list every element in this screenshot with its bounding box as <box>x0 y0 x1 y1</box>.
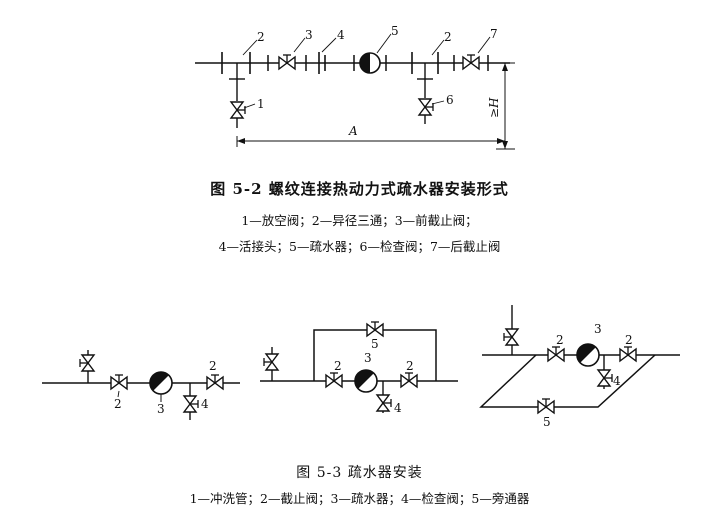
label-2b: 2 <box>406 359 414 373</box>
label-4: 4 <box>613 374 621 388</box>
check-valve <box>183 395 199 413</box>
bypass-valve <box>366 321 384 337</box>
label-3: 3 <box>157 402 165 416</box>
label-2: 2 <box>114 397 122 411</box>
label-2b: 2 <box>444 30 452 44</box>
label-1: 1 <box>257 97 265 111</box>
check-valve <box>376 394 392 412</box>
figure-5-3-caption: 图 5-3 疏水器安装 <box>296 465 423 481</box>
label-5: 5 <box>391 24 399 38</box>
flush-valve <box>79 354 95 372</box>
label-3: 3 <box>594 322 602 336</box>
label-2: 2 <box>556 333 564 347</box>
stop-valve-right <box>206 374 224 390</box>
label-2b: 2 <box>209 359 217 373</box>
steam-trap <box>149 371 173 395</box>
dimension-h-label: ≥H <box>487 97 501 118</box>
figure-5-3a-diagram: 2 2 3 4 <box>42 350 240 420</box>
stop-valve-right <box>400 372 418 388</box>
front-stop-valve <box>278 54 296 70</box>
check-valve <box>597 369 613 387</box>
dimension-a-label: A <box>348 124 358 138</box>
figure-5-2-legend-line1: 1—放空阀；2—异径三通；3—前截止阀； <box>241 213 478 228</box>
bypass-valve <box>537 398 555 414</box>
stop-valve-left <box>547 346 565 362</box>
label-6: 6 <box>446 93 454 107</box>
steam-trap <box>359 52 381 74</box>
figure-5-3c-diagram: 3 2 2 4 5 <box>479 305 680 429</box>
label-7: 7 <box>490 27 498 41</box>
label-4: 4 <box>394 401 402 415</box>
stop-valve-left <box>110 374 128 390</box>
label-2a: 2 <box>257 30 265 44</box>
flush-valve <box>503 328 519 346</box>
label-2: 2 <box>334 359 342 373</box>
label-3: 3 <box>364 351 372 365</box>
vent-valve <box>230 101 246 119</box>
figure-5-2-legend-line2: 4—活接头；5—疏水器；6—检查阀；7—后截止阀 <box>218 239 501 254</box>
label-2b: 2 <box>625 333 633 347</box>
label-4: 4 <box>201 397 209 411</box>
figure-5-2-diagram: 1 2 3 4 5 2 6 7 A ≥H <box>195 24 515 150</box>
check-valve <box>418 98 434 116</box>
label-5: 5 <box>543 415 551 429</box>
label-5: 5 <box>371 337 379 351</box>
stop-valve-right <box>619 346 637 362</box>
steam-trap <box>576 343 600 367</box>
label-3: 3 <box>305 28 313 42</box>
label-4: 4 <box>337 28 345 42</box>
figure-5-3b-diagram: 5 2 3 2 4 <box>260 321 458 415</box>
figure-5-3-legend: 1—冲洗管；2—截止阀；3—疏水器；4—检查阀；5—旁通器 <box>189 491 530 506</box>
figure-5-2-caption: 图 5-2 螺纹连接热动力式疏水器安装形式 <box>210 180 509 198</box>
steam-trap <box>354 369 378 393</box>
rear-stop-valve <box>462 54 480 70</box>
flush-valve <box>263 353 279 371</box>
stop-valve-left <box>325 372 343 388</box>
